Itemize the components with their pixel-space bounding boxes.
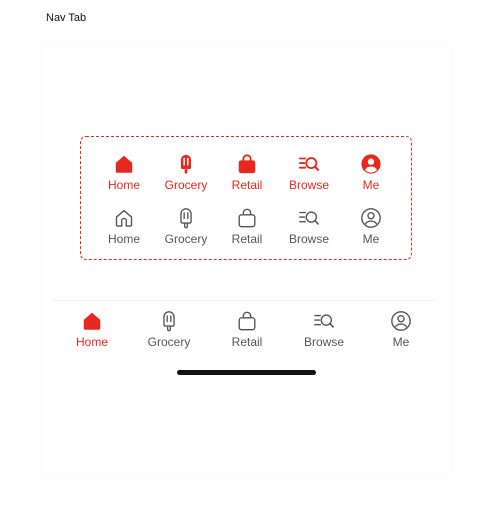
bag-icon	[238, 154, 256, 174]
browse-search-icon	[299, 211, 319, 225]
tab-browse-inactive[interactable]: Browse	[279, 207, 339, 257]
tab-label: Retail	[231, 178, 263, 192]
tab-home-active[interactable]: Home	[94, 153, 154, 203]
tab-home[interactable]: Home	[62, 310, 122, 360]
browse-search-icon	[298, 157, 320, 171]
tab-label: Retail	[231, 335, 263, 349]
popsicle-icon	[180, 154, 192, 174]
tab-bar-divider	[52, 300, 438, 301]
tab-label: Browse	[288, 232, 329, 246]
tab-label: Browse	[303, 335, 344, 349]
artboard	[42, 44, 452, 476]
tab-grocery-active[interactable]: Grocery	[156, 153, 216, 203]
home-icon	[83, 312, 101, 330]
user-icon	[391, 311, 411, 331]
tab-label: Grocery	[164, 178, 208, 192]
tab-label: Grocery	[164, 232, 208, 246]
tab-home-inactive[interactable]: Home	[94, 207, 154, 257]
tab-label: Home	[107, 178, 140, 192]
page-title: Nav Tab	[46, 12, 87, 24]
bag-icon	[238, 208, 256, 228]
tab-grocery-inactive[interactable]: Grocery	[156, 207, 216, 257]
tab-label: Browse	[288, 178, 329, 192]
popsicle-icon	[180, 208, 192, 229]
active-tabs-row: Home Grocery Retail	[81, 153, 411, 203]
home-icon	[115, 209, 133, 227]
inactive-tabs-row: Home Grocery Retail	[81, 207, 411, 257]
tab-retail[interactable]: Retail	[217, 310, 277, 360]
tab-label: Retail	[231, 232, 263, 246]
tab-label: Me	[362, 178, 380, 192]
home-icon	[115, 155, 133, 173]
tab-browse-active[interactable]: Browse	[279, 153, 339, 203]
tab-me-active[interactable]: Me	[341, 153, 401, 203]
home-indicator[interactable]	[177, 370, 316, 375]
tab-label: Home	[107, 232, 140, 246]
user-icon	[361, 154, 381, 174]
popsicle-icon	[163, 311, 175, 332]
tab-me-inactive[interactable]: Me	[341, 207, 401, 257]
tab-browse[interactable]: Browse	[294, 310, 354, 360]
bag-icon	[238, 311, 256, 331]
tab-grocery[interactable]: Grocery	[139, 310, 199, 360]
browse-search-icon	[314, 314, 334, 328]
tab-retail-active[interactable]: Retail	[217, 153, 277, 203]
tab-me[interactable]: Me	[371, 310, 431, 360]
tab-label: Me	[392, 335, 410, 349]
tab-label: Home	[75, 335, 108, 349]
bottom-tab-bar: Home Grocery Retail Browse	[52, 310, 442, 354]
tab-retail-inactive[interactable]: Retail	[217, 207, 277, 257]
tab-label: Me	[362, 232, 380, 246]
tab-label: Grocery	[147, 335, 191, 349]
user-icon	[361, 208, 381, 228]
tab-variants-panel: Home Grocery Retail	[80, 136, 412, 260]
